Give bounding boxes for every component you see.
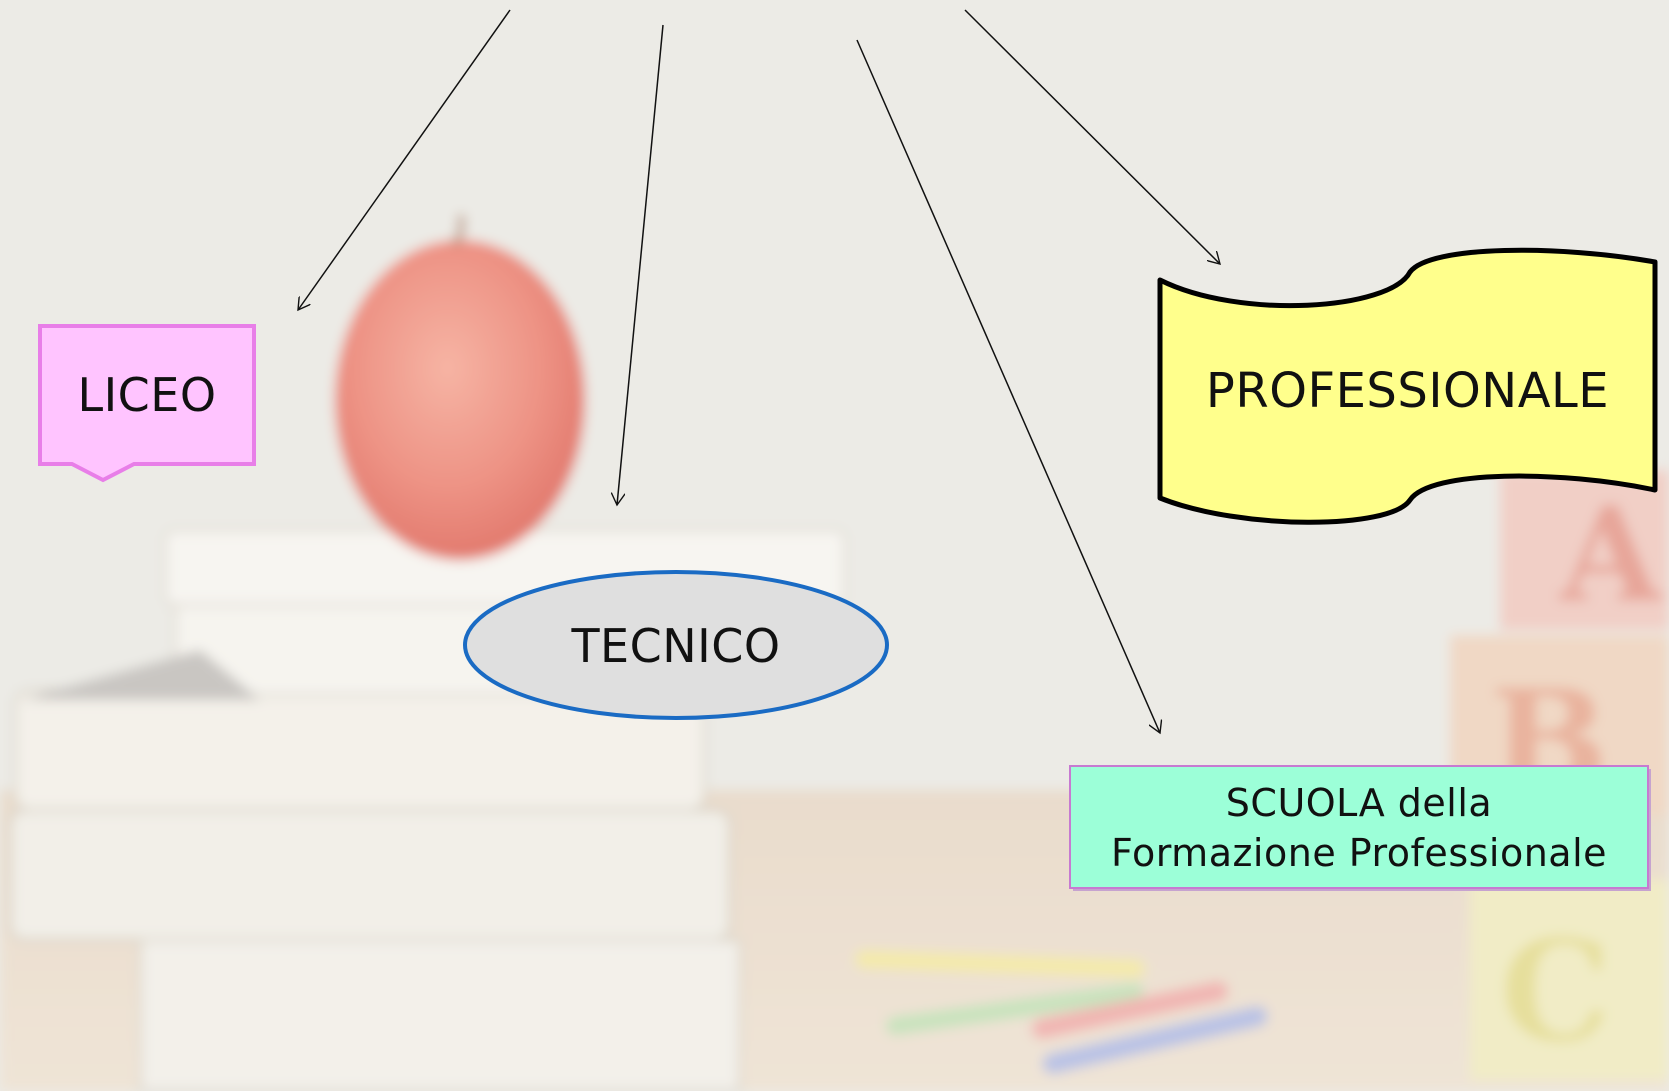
tecnico-ellipse-shape xyxy=(463,570,889,720)
arrow-to-professionale xyxy=(964,9,1220,264)
node-tecnico-label: TECNICO xyxy=(571,619,781,673)
svg-text:A: A xyxy=(1558,478,1663,631)
node-formazione-line2: Formazione Professionale xyxy=(1110,831,1608,875)
formazione-box-shape xyxy=(1069,765,1649,889)
node-professionale-label: PROFESSIONALE xyxy=(1205,363,1610,419)
arrow-to-liceo xyxy=(298,9,511,310)
node-formazione-label: SCUOLA della Formazione Professionale xyxy=(1070,766,1648,890)
connector-arrows xyxy=(298,9,1220,733)
svg-text:C: C xyxy=(1500,910,1611,1074)
liceo-callout-shape xyxy=(38,324,256,483)
professionale-banner-shape xyxy=(1157,247,1658,525)
arrow-to-tecnico xyxy=(617,24,664,505)
arrow-to-formazione xyxy=(856,39,1160,733)
node-formazione-line1: SCUOLA della xyxy=(1225,781,1493,825)
node-liceo-label: LICEO xyxy=(77,368,217,422)
